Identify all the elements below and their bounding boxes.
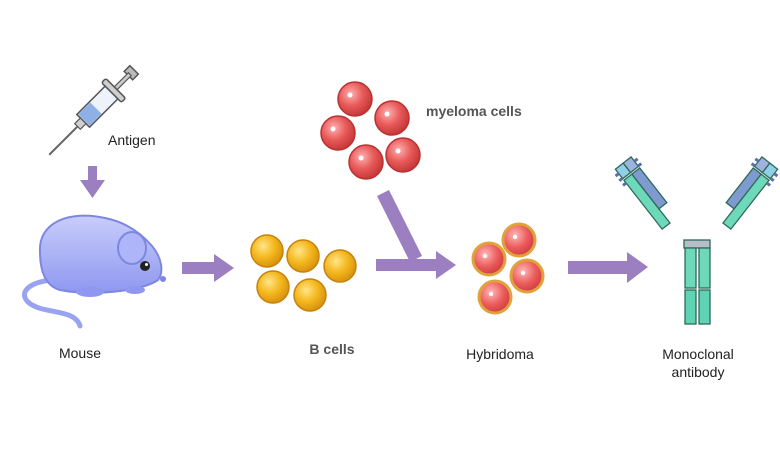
antigen-label: Antigen: [108, 132, 156, 148]
syringe-icon: [48, 64, 140, 156]
monoclonal-label-line2: antibody: [671, 364, 725, 380]
b-cell-cluster: [250, 234, 357, 312]
merge-arrow: [376, 190, 456, 279]
monoclonal-label-line1: Monoclonal: [662, 346, 734, 362]
myeloma-cells-label: myeloma cells: [426, 103, 522, 119]
arrow-mouse-to-bcells: [182, 254, 234, 282]
myeloma-cell-cluster: [320, 81, 421, 180]
mouse-icon: [21, 214, 166, 329]
arrow-hybridoma-to-antibody: [568, 252, 648, 283]
arrow-antigen-to-mouse: [80, 166, 105, 198]
mouse-label: Mouse: [58, 345, 102, 361]
monoclonal-antibody-label: Monoclonal antibody: [648, 345, 748, 381]
hybridoma-label: Hybridoma: [466, 346, 534, 362]
hybridoma-cell-cluster: [471, 222, 545, 315]
antibody-icon: [614, 156, 779, 325]
b-cells-label: B cells: [309, 341, 355, 357]
